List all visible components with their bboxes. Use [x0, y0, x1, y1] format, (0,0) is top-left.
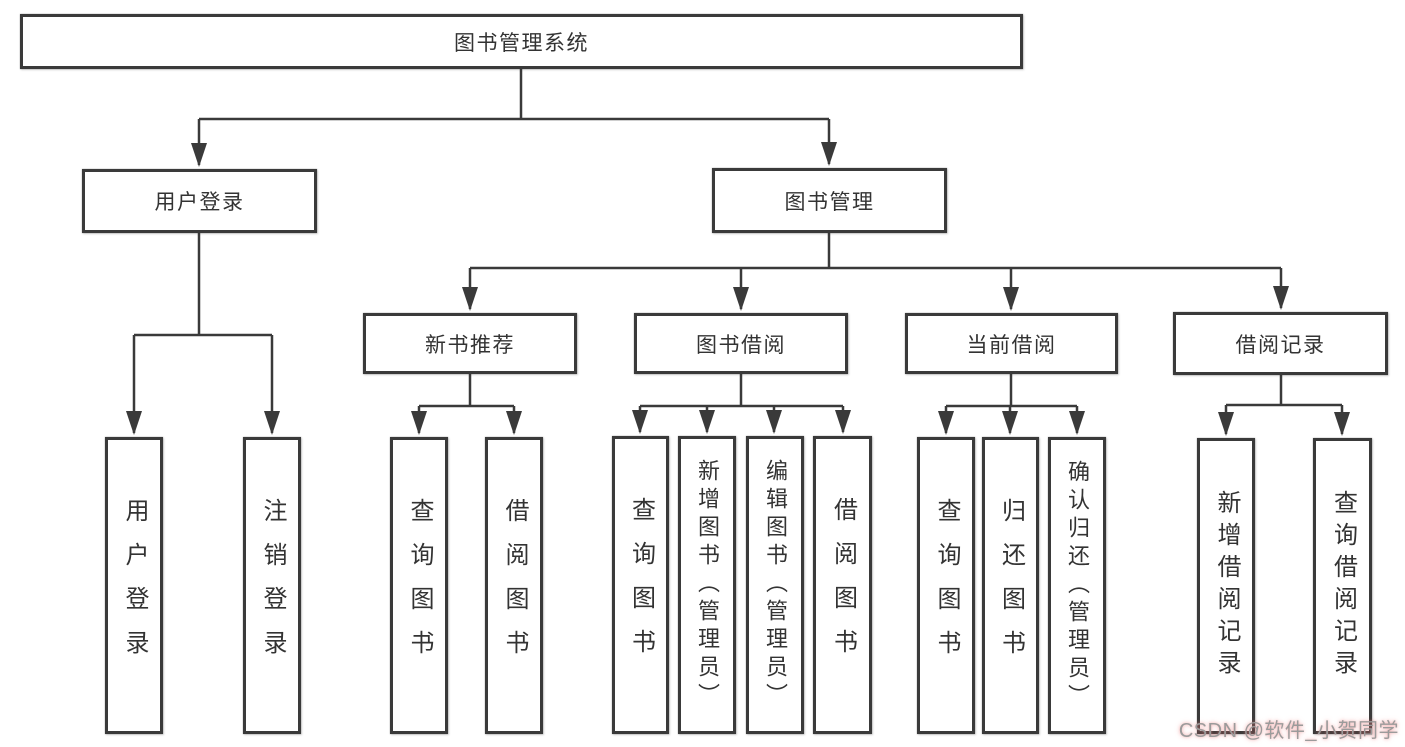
node-book-borrowing: 图书借阅: [634, 313, 848, 374]
node-book-management: 图书管理: [712, 168, 947, 233]
connector-current-borrow-branch: [938, 374, 1085, 435]
node-borrowing-records-label: 借阅记录: [1235, 333, 1326, 357]
leaf-borrow-books-label: 借阅图书: [829, 497, 857, 673]
connector-user-login-branch: [126, 233, 280, 435]
leaf-query-books-current: 查询图书: [917, 437, 975, 734]
connector-new-book-branch: [411, 374, 522, 435]
leaf-query-books-current-label: 查询图书: [933, 497, 960, 674]
leaf-query-books-borrowing: 查询图书: [612, 436, 669, 734]
leaf-edit-books-admin-label: 编辑图书（管理员）: [763, 459, 788, 711]
node-book-borrowing-label: 图书借阅: [696, 333, 786, 357]
leaf-return-books: 归还图书: [982, 437, 1039, 734]
node-new-book-recommend: 新书推荐: [363, 313, 577, 374]
leaf-borrow-books-recommend: 借阅图书: [485, 437, 543, 734]
leaf-logout: 注销登录: [243, 437, 301, 734]
leaf-borrow-books-recommend-label: 借阅图书: [501, 497, 528, 674]
leaf-confirm-return-admin-label: 确认归还（管理员）: [1065, 459, 1090, 712]
leaf-return-books-label: 归还图书: [997, 497, 1025, 674]
connector-book-borrow-branch: [632, 374, 851, 434]
node-root-system: 图书管理系统: [20, 14, 1023, 69]
node-current-borrowing-label: 当前借阅: [966, 333, 1057, 357]
node-current-borrowing: 当前借阅: [905, 313, 1118, 374]
leaf-query-books-recommend-label: 查询图书: [406, 497, 433, 674]
leaf-query-books-borrowing-label: 查询图书: [627, 497, 655, 673]
leaf-user-login: 用户登录: [105, 437, 163, 734]
node-user-login-label: 用户登录: [154, 191, 245, 214]
connector-book-mgmt-branch: [462, 233, 1289, 311]
leaf-add-books-admin-label: 新增图书（管理员）: [695, 459, 720, 711]
leaf-add-borrow-record: 新增借阅记录: [1197, 438, 1255, 734]
connector-borrow-records-branch: [1218, 375, 1350, 436]
node-book-management-label: 图书管理: [784, 190, 875, 214]
connector-root-to-level2: [191, 68, 837, 167]
leaf-borrow-books: 借阅图书: [813, 436, 872, 734]
node-borrowing-records: 借阅记录: [1173, 312, 1388, 375]
node-new-book-recommend-label: 新书推荐: [425, 333, 515, 357]
leaf-confirm-return-admin: 确认归还（管理员）: [1048, 437, 1106, 734]
leaf-query-borrow-record: 查询借阅记录: [1313, 438, 1372, 734]
node-root-label: 图书管理系统: [454, 31, 589, 55]
leaf-add-books-admin: 新增图书（管理员）: [678, 436, 736, 734]
leaf-user-login-label: 用户登录: [121, 497, 148, 674]
csdn-watermark: CSDN @软件_小贺同学: [1178, 720, 1399, 742]
leaf-query-books-recommend: 查询图书: [390, 437, 448, 734]
leaf-query-borrow-record-label: 查询借阅记录: [1329, 490, 1357, 682]
leaf-add-borrow-record-label: 新增借阅记录: [1213, 490, 1240, 682]
leaf-logout-label: 注销登录: [259, 497, 286, 674]
node-user-login: 用户登录: [82, 169, 317, 233]
leaf-edit-books-admin: 编辑图书（管理员）: [746, 436, 804, 734]
